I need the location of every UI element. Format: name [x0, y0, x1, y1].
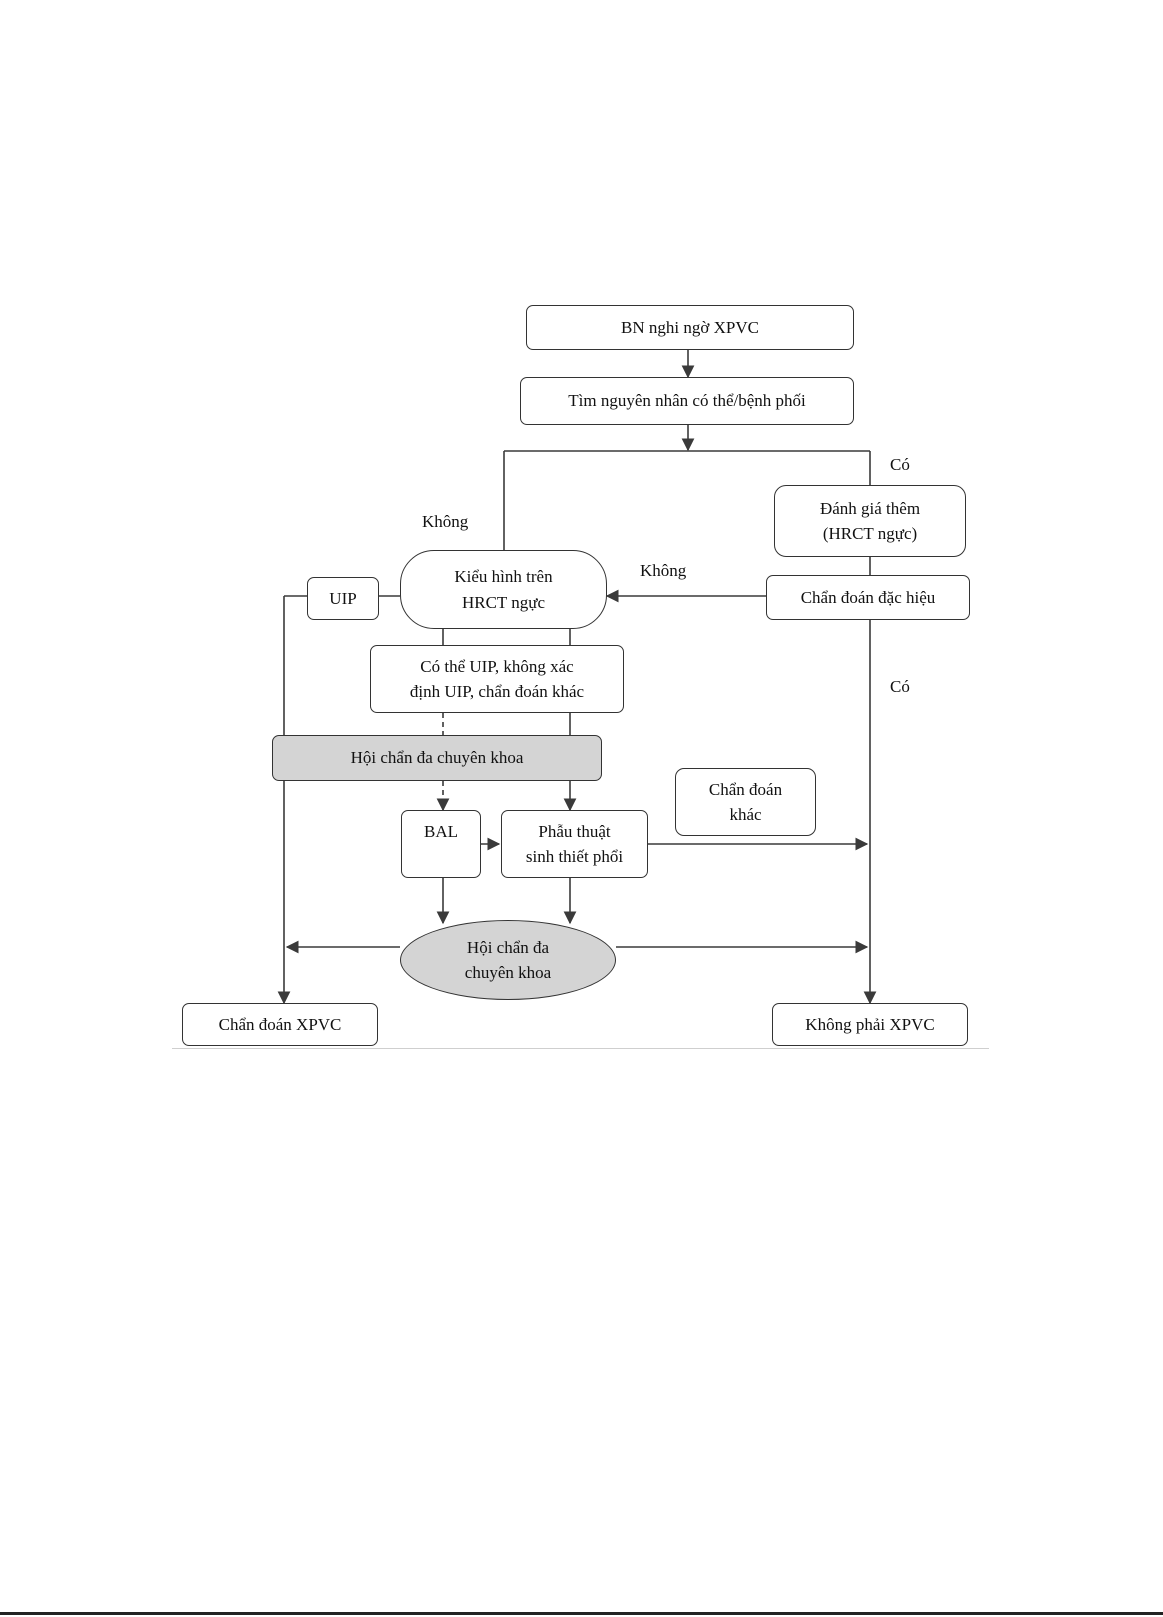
no-label-left: Không	[422, 512, 469, 531]
mdd-box-1: Hội chẩn đa chuyên khoa	[272, 735, 602, 781]
mdd-ellipse-2: Hội chẩn đa chuyên khoa	[400, 920, 616, 1000]
yes-label-right: Có	[890, 677, 910, 696]
suspected-ipf-box: BN nghi ngờ XPVC	[526, 305, 854, 350]
specific-diagnosis-box: Chẩn đoán đặc hiệu	[766, 575, 970, 620]
bal-box: BAL	[401, 810, 481, 878]
uip-box: UIP	[307, 577, 379, 620]
ipf-diagnosis-box: Chẩn đoán XPVC	[182, 1003, 378, 1046]
page-bottom-border	[0, 1612, 1163, 1615]
possible-uip-box: Có thể UIP, không xác định UIP, chẩn đoá…	[370, 645, 624, 713]
lung-biopsy-box: Phẫu thuật sinh thiết phổi	[501, 810, 648, 878]
hrct-pattern-box: Kiểu hình trên HRCT ngực	[400, 550, 607, 629]
figure-bottom-rule	[172, 1048, 989, 1049]
not-ipf-box: Không phải XPVC	[772, 1003, 968, 1046]
further-eval-box: Đánh giá thêm (HRCT ngực)	[774, 485, 966, 557]
no-label-middle: Không	[640, 561, 687, 580]
find-cause-box: Tìm nguyên nhân có thể/bệnh phối	[520, 377, 854, 425]
yes-label-top: Có	[890, 455, 910, 474]
other-diagnosis-box: Chẩn đoán khác	[675, 768, 816, 836]
